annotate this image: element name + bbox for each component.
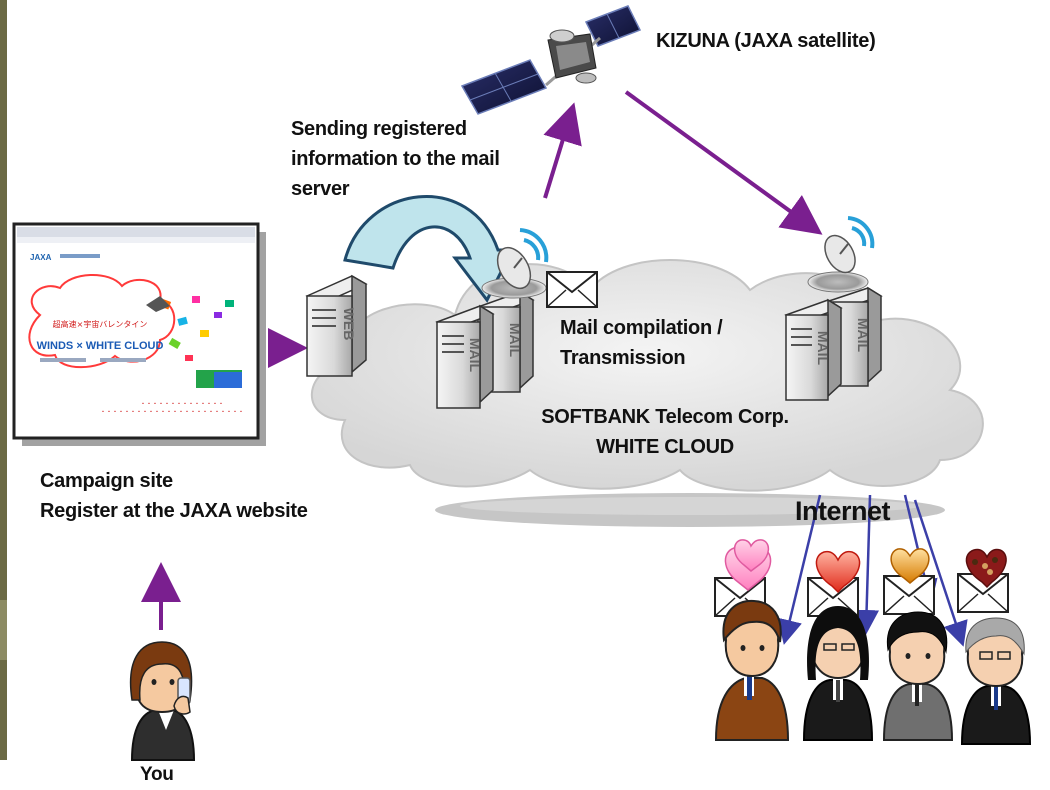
mail-compilation-line: Transmission: [560, 347, 686, 369]
campaign-site-screenshot: JAXA 超高速×宇宙バレンタイン WINDS × WHITE CLOUD ・・…: [12, 222, 266, 446]
svg-text:超高速×宇宙バレンタイン: 超高速×宇宙バレンタイン: [53, 319, 148, 329]
envelope-icon: [546, 271, 598, 308]
heart-icon: [890, 548, 930, 584]
campaign-line: Register at the JAXA website: [40, 500, 308, 522]
mail-compilation-label: Mail compilation / Transmission: [560, 313, 723, 373]
satellite-icon: [460, 5, 642, 115]
person-icon: [802, 606, 874, 741]
softbank-line: SOFTBANK Telecom Corp.: [541, 406, 789, 428]
person-icon: [714, 599, 790, 741]
svg-text:・・・・・・・・・・・・・・: ・・・・・・・・・・・・・・: [140, 401, 224, 408]
svg-text:WINDS × WHITE CLOUD: WINDS × WHITE CLOUD: [37, 340, 164, 352]
heart-icon: [815, 550, 861, 594]
antenna-icon: [807, 216, 875, 293]
you-label: You: [140, 764, 174, 785]
delivery-arrow: [777, 494, 822, 645]
internet-label: Internet: [795, 496, 891, 526]
sending-line: Sending registered: [291, 118, 467, 140]
sending-line: information to the mail: [291, 148, 500, 170]
campaign-label: Campaign site Register at the JAXA websi…: [40, 466, 308, 526]
person-icon: [882, 611, 954, 741]
web-server-icon: WEB: [305, 274, 368, 377]
gift-box-icon: [965, 548, 1007, 589]
delivery-arrow: [854, 494, 880, 635]
heart-icon: [724, 539, 772, 591]
svg-text:WEB: WEB: [341, 308, 357, 341]
svg-text:MAIL: MAIL: [507, 323, 523, 358]
satellite-label: KIZUNA (JAXA satellite): [656, 30, 876, 52]
softbank-line: WHITE CLOUD: [596, 436, 734, 458]
delivery-arrow: [913, 499, 968, 647]
campaign-line: Campaign site: [40, 470, 173, 492]
antenna-icon: [481, 228, 549, 299]
svg-text:JAXA: JAXA: [30, 253, 52, 262]
svg-text:・・・・・・・・・・・・・・・・・・・・・・・・: ・・・・・・・・・・・・・・・・・・・・・・・・: [100, 409, 244, 416]
mail-server-icon: MAIL MAIL: [784, 286, 883, 401]
mail-compilation-line: Mail compilation /: [560, 317, 723, 339]
svg-text:MAIL: MAIL: [467, 338, 483, 373]
person-icon: [129, 641, 196, 761]
svg-text:MAIL: MAIL: [855, 318, 871, 353]
svg-text:MAIL: MAIL: [815, 331, 831, 366]
sending-label: Sending registered information to the ma…: [291, 114, 500, 204]
downlink-arrow: [624, 90, 823, 235]
person-icon: [960, 617, 1032, 745]
uplink-arrow: [543, 102, 582, 199]
mail-server-icon: MAIL MAIL: [435, 290, 535, 409]
softbank-label: SOFTBANK Telecom Corp. WHITE CLOUD: [540, 402, 790, 462]
side-strip: [0, 0, 7, 760]
sending-line: server: [291, 178, 350, 200]
